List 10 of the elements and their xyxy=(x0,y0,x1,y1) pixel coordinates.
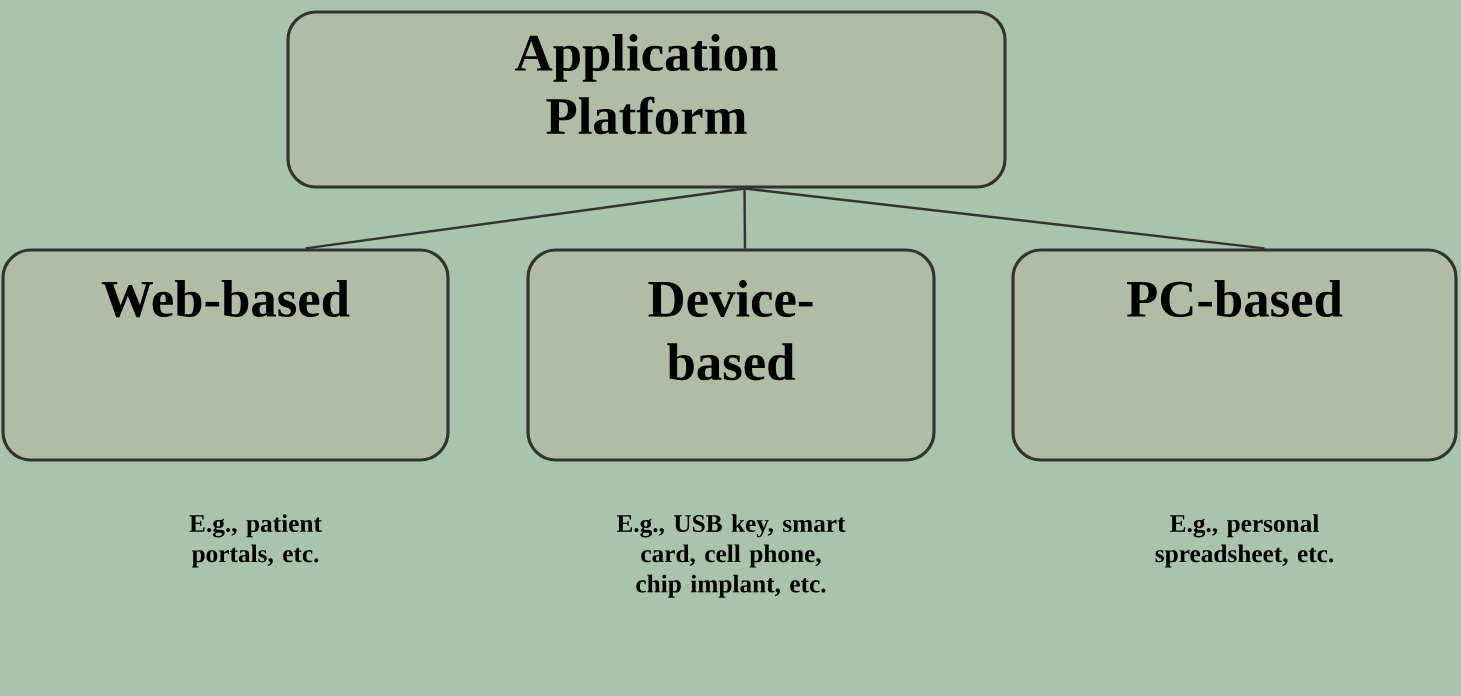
connector-line xyxy=(743,188,747,249)
rounded-box: PC-based xyxy=(1011,248,1458,462)
example-text: E.g., patient portals, etc. xyxy=(189,514,322,568)
rounded-box: Web-based xyxy=(1,248,450,462)
rounded-box: Application Platform xyxy=(286,10,1007,189)
rounded-box: Device-based xyxy=(526,248,936,462)
example-text: E.g., personal spreadsheet, etc. xyxy=(1155,514,1334,568)
connector-line xyxy=(744,187,1265,250)
connector-line xyxy=(305,187,745,250)
example-text: E.g., USB key, smart card, cell phone, chip implant, etc. xyxy=(616,514,846,598)
